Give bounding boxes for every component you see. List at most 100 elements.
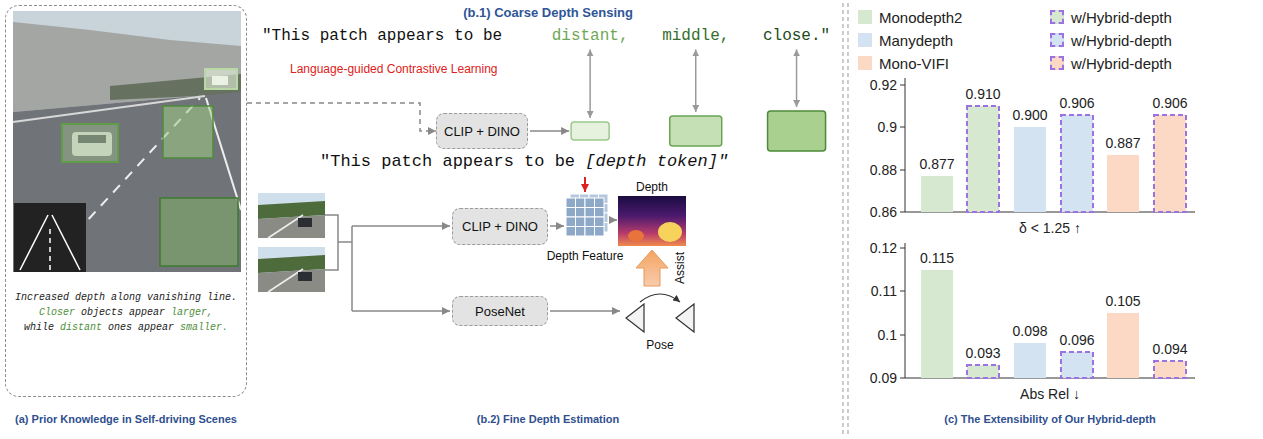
prompt-text: "This patch appears to be [depth token]" — [320, 152, 728, 172]
method-note: Language-guided Contrastive Learning — [290, 62, 498, 76]
feature-cell — [566, 208, 576, 218]
axis-tick: 0.86 — [870, 204, 897, 221]
word: appear — [138, 322, 174, 333]
bars — [1154, 115, 1186, 212]
prompt-text: "This patch appears to be distant, middl… — [262, 27, 830, 46]
legend-label: w/Hybrid-depth — [1071, 9, 1172, 26]
branch-arrows — [352, 225, 450, 227]
network-box: PoseNet — [452, 296, 548, 326]
bars — [1061, 115, 1093, 212]
bar-chart-axes — [900, 170, 905, 171]
legend-swatch — [858, 56, 872, 70]
axis-tick: 0.09 — [870, 370, 897, 387]
legend-label: Monodepth2 — [879, 9, 962, 26]
branch-arrows — [352, 310, 450, 312]
axis-tick: 0.11 — [871, 283, 897, 300]
panel-separator — [848, 3, 849, 436]
panel-caption: (b.2) Fine Depth Estimation — [477, 413, 619, 426]
legend-swatch-outlined — [1050, 56, 1064, 70]
legend-entry: w/Hybrid-depth — [1050, 31, 1172, 49]
feature-cell — [566, 217, 576, 227]
bar-chart-axes — [900, 378, 905, 379]
bar-value: 0.906 — [1059, 95, 1094, 112]
bar-chart-axes — [900, 212, 905, 213]
pose-icon — [676, 304, 694, 332]
panel-separator — [843, 3, 848, 436]
word: to — [454, 27, 473, 45]
bars — [1107, 313, 1139, 378]
legend-entry: Monodepth2 — [858, 8, 962, 26]
feature-cell — [585, 198, 595, 208]
assist-arrow — [636, 250, 668, 286]
word: token]" — [657, 152, 728, 171]
road-photo — [62, 124, 118, 162]
word: be — [555, 152, 575, 171]
road-photo — [13, 92, 241, 272]
road-photo — [20, 215, 48, 270]
feature-cell — [576, 217, 586, 227]
box-label: CLIP + DINO — [462, 219, 538, 234]
note-text: Increased depth along vanishing line. Cl… — [6, 290, 246, 335]
road-photo — [160, 198, 238, 266]
road-photo — [13, 11, 241, 272]
patch-box — [571, 122, 609, 140]
panel-caption: (a) Prior Knowledge in Self-driving Scen… — [15, 413, 237, 426]
road-photo — [163, 106, 213, 158]
token-arrow — [584, 177, 586, 192]
branch-arrows — [351, 226, 353, 311]
word: smaller. — [180, 322, 228, 333]
feature-grid — [566, 194, 608, 236]
word: "This — [262, 27, 310, 45]
branch-arrows — [338, 241, 352, 243]
panel-caption: (c) The Extensibility of Our Hybrid-dept… — [944, 413, 1155, 426]
bar-chart-axes — [905, 78, 906, 212]
bar-value: 0.096 — [1059, 332, 1094, 349]
feature-arrow — [530, 130, 569, 132]
branch-arrows — [609, 219, 617, 221]
bar-chart-axes — [900, 127, 905, 128]
legend-label: w/Hybrid-depth — [1071, 32, 1172, 49]
feature-cell — [595, 198, 605, 208]
legend-swatch — [858, 33, 872, 47]
feature-cell — [576, 208, 586, 218]
feature-cell — [595, 227, 605, 237]
word: appears — [442, 152, 513, 171]
bar-value: 0.093 — [965, 345, 1000, 362]
word: middle, — [662, 27, 729, 45]
feature-cell — [566, 198, 576, 208]
output-label: Depth — [636, 180, 668, 194]
bar-value: 0.910 — [965, 86, 1000, 103]
feature-cell — [576, 227, 586, 237]
road-photo — [205, 69, 237, 89]
contrast-arrow — [695, 49, 697, 112]
legend-swatch-outlined — [1050, 10, 1064, 24]
bars — [921, 176, 953, 212]
word: [depth — [585, 152, 646, 171]
panel-frame: Increased depth along vanishing line. Cl… — [5, 5, 247, 397]
word: while — [24, 322, 54, 333]
branch-arrows — [325, 215, 338, 270]
road-photo — [52, 215, 80, 270]
bar-value: 0.115 — [920, 250, 954, 267]
pose-icon — [626, 294, 694, 332]
branch-arrows — [550, 225, 564, 227]
feature-cell — [585, 227, 595, 237]
bar-chart-axes — [900, 335, 905, 336]
branch-arrows — [550, 310, 620, 312]
word: patch — [381, 152, 432, 171]
metric-label: Abs Rel ↓ — [1020, 386, 1080, 403]
bars — [967, 365, 999, 378]
word: objects — [81, 307, 123, 318]
feature-cell — [595, 208, 605, 218]
axis-tick: 0.88 — [870, 162, 897, 179]
legend-swatch — [858, 10, 872, 24]
contrast-arrow — [589, 49, 591, 118]
bars — [1107, 155, 1139, 212]
word: Closer — [39, 307, 75, 318]
bar-chart-axes — [905, 243, 906, 378]
road-photo — [49, 225, 51, 270]
bars — [967, 106, 999, 212]
word: appears — [377, 27, 444, 45]
word: vanishing — [147, 292, 201, 303]
